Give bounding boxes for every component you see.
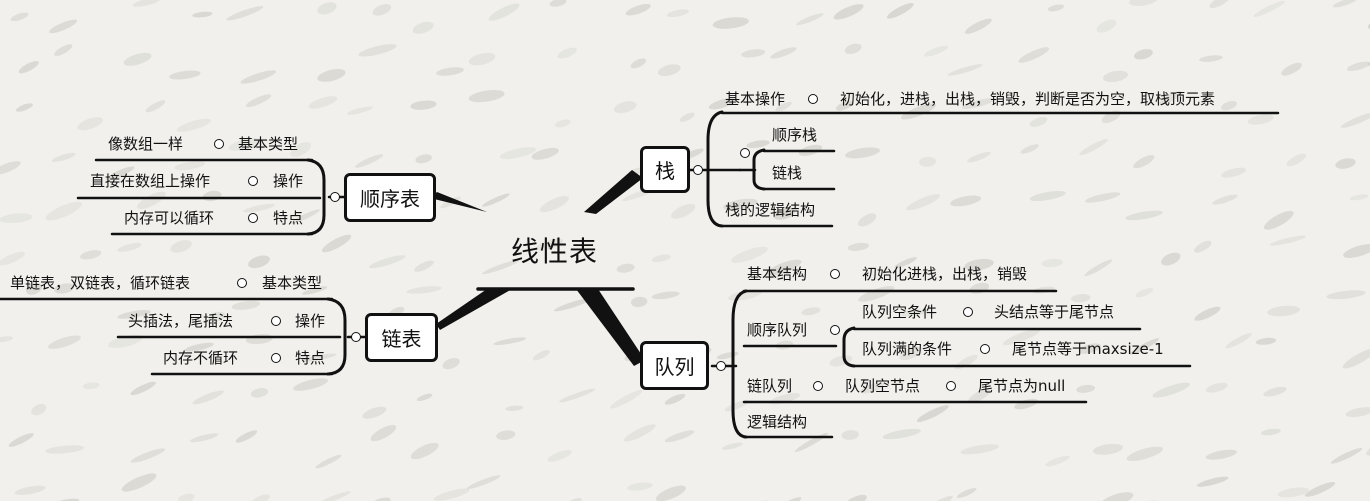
seqlist-type-detail[interactable]: 像数组一样 — [108, 135, 184, 153]
queue-basic-detail[interactable]: 初始化进栈，出栈，销毁 — [862, 265, 1028, 283]
queue-seq-empty-connector — [963, 307, 973, 317]
linklist-op-label[interactable]: 操作 — [295, 312, 326, 330]
stack-basic-op-detail[interactable]: 初始化，进栈，出栈，销毁，判断是否为空，取栈顶元素 — [840, 90, 1216, 108]
linklist-type-label[interactable]: 基本类型 — [262, 274, 323, 292]
queue-seq-full-label[interactable]: 队列满的条件 — [862, 340, 953, 358]
central-topic[interactable]: 线性表 — [511, 235, 599, 268]
seqlist-type-label[interactable]: 基本类型 — [238, 135, 299, 153]
seqlist-op-label[interactable]: 操作 — [273, 172, 304, 190]
queue-seq-empty-label[interactable]: 队列空条件 — [862, 303, 938, 321]
stack-collapse-toggle[interactable] — [693, 165, 703, 175]
queue-collapse-toggle[interactable] — [716, 361, 726, 371]
queue-seq-empty-detail[interactable]: 头结点等于尾节点 — [994, 303, 1115, 321]
linklist-feature-label[interactable]: 特点 — [295, 349, 326, 367]
stack-basic-op-label[interactable]: 基本操作 — [725, 90, 786, 108]
queue-node[interactable]: 队列 — [640, 341, 709, 390]
queue-seq-full-connector — [980, 344, 990, 354]
linklist-type-connector — [237, 278, 247, 288]
seqlist-type-connector — [214, 139, 224, 149]
linklist-type-detail[interactable]: 单链表，双链表，循环链表 — [10, 274, 191, 292]
seqlist-node[interactable]: 顺序表 — [344, 173, 436, 222]
queue-link-label[interactable]: 链队列 — [747, 377, 793, 395]
seqlist-feature-detail[interactable]: 内存可以循环 — [124, 209, 215, 227]
linklist-collapse-toggle[interactable] — [351, 332, 361, 342]
stack-link-stack[interactable]: 链栈 — [772, 164, 803, 182]
linklist-op-detail[interactable]: 头插法，尾插法 — [128, 312, 234, 330]
queue-link-empty[interactable]: 队列空节点 — [845, 377, 921, 395]
seqlist-op-connector — [248, 176, 258, 186]
queue-logic-structure[interactable]: 逻辑结构 — [747, 413, 808, 431]
queue-link-empty-connector — [946, 381, 956, 391]
stack-logic-structure[interactable]: 栈的逻辑结构 — [725, 201, 816, 219]
queue-basic-label[interactable]: 基本结构 — [747, 265, 808, 283]
linklist-op-connector — [271, 316, 281, 326]
seqlist-feature-connector — [248, 213, 258, 223]
linklist-feature-detail[interactable]: 内存不循环 — [163, 349, 239, 367]
queue-seq-toggle[interactable] — [830, 325, 840, 335]
seqlist-collapse-toggle[interactable] — [330, 192, 340, 202]
stack-node[interactable]: 栈 — [640, 146, 690, 193]
queue-seq-full-detail[interactable]: 尾节点等于maxsize-1 — [1012, 340, 1164, 358]
stack-seq-stack[interactable]: 顺序栈 — [772, 126, 818, 144]
queue-seq-label[interactable]: 顺序队列 — [747, 321, 808, 339]
queue-basic-connector — [830, 269, 840, 279]
queue-link-detail[interactable]: 尾节点为null — [978, 377, 1066, 395]
linklist-node[interactable]: 链表 — [365, 313, 438, 362]
stack-basic-op-connector — [808, 94, 818, 104]
linklist-feature-connector — [271, 353, 281, 363]
seqlist-op-detail[interactable]: 直接在数组上操作 — [90, 172, 211, 190]
stack-impl-toggle[interactable] — [740, 148, 750, 158]
seqlist-feature-label[interactable]: 特点 — [273, 209, 304, 227]
queue-link-connector — [813, 381, 823, 391]
